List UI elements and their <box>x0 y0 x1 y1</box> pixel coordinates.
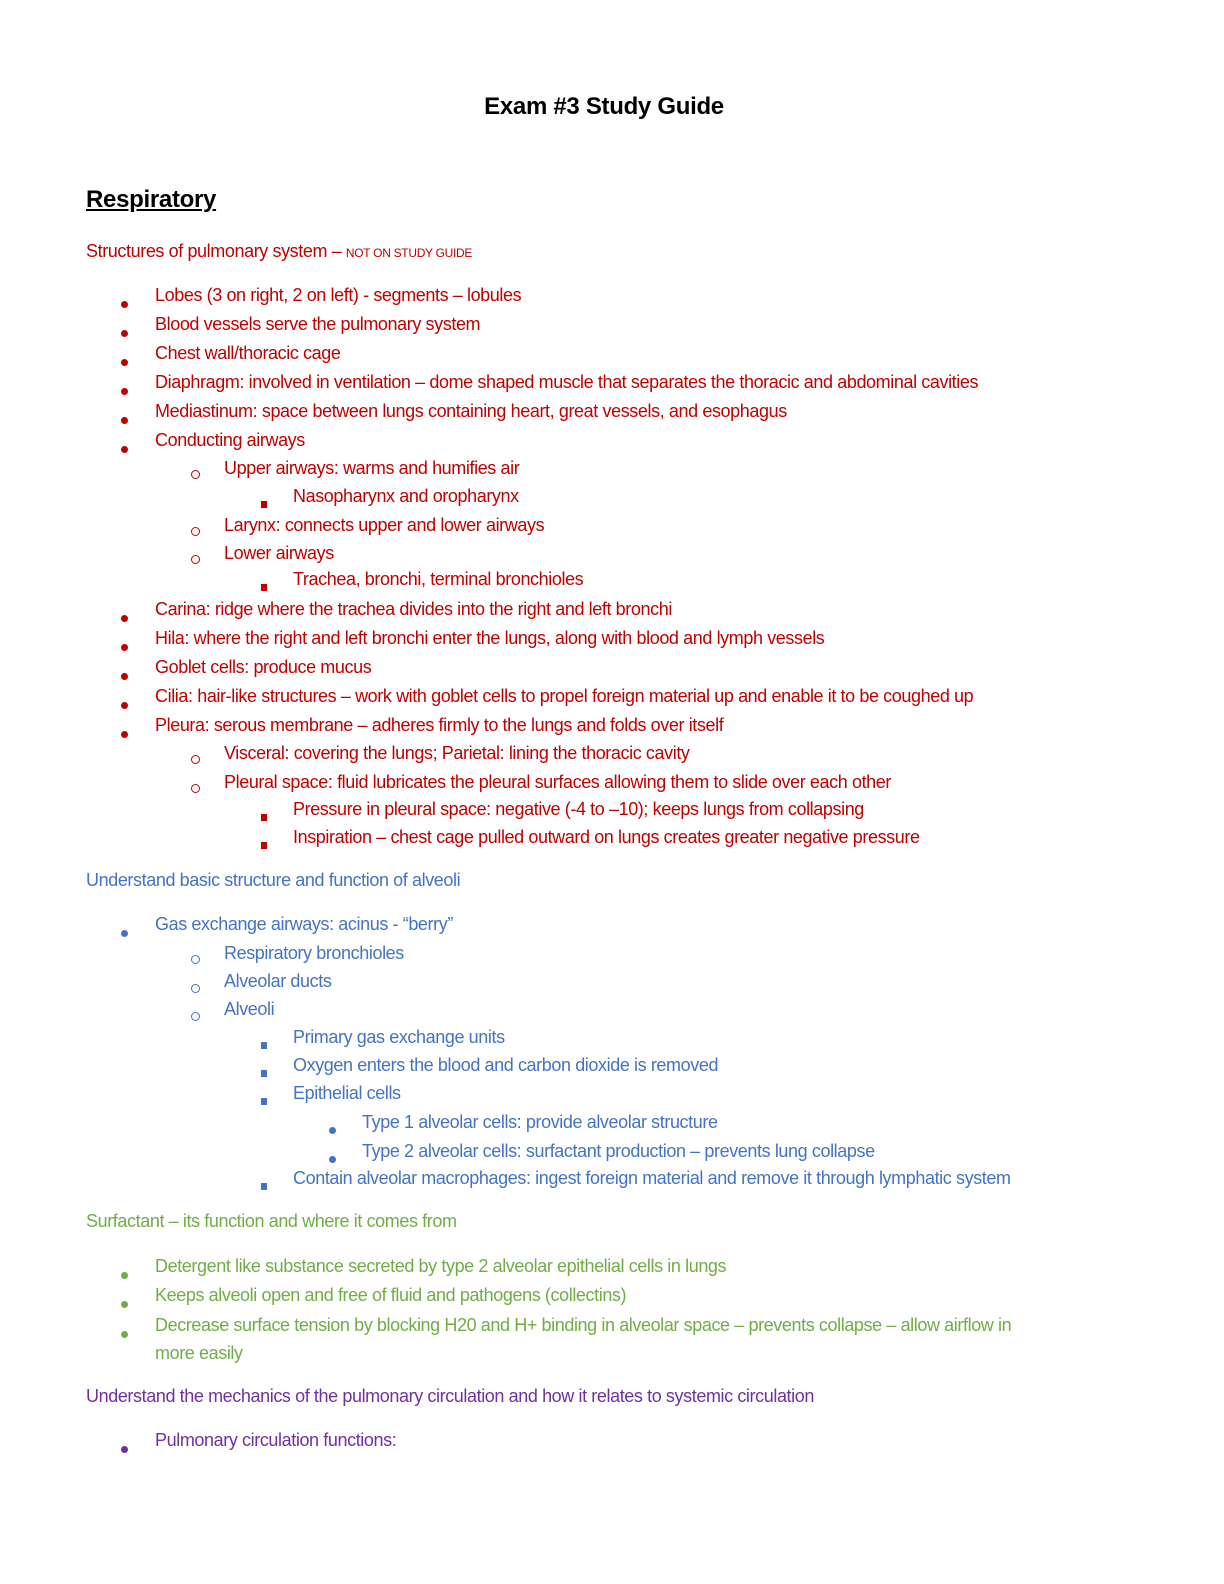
list-item: Upper airways: warms and humifies air <box>224 458 520 478</box>
topic-heading-pulmonary-structures: Structures of pulmonary system – NOT ON … <box>86 240 472 264</box>
not-on-study-guide-note: NOT ON STUDY GUIDE <box>345 246 473 260</box>
bullet-ring-icon <box>191 519 200 541</box>
list-item: Lobes (3 on right, 2 on left) - segments… <box>155 285 522 305</box>
bullet-square-icon <box>261 1060 267 1082</box>
bullet-square-icon <box>261 574 267 596</box>
list-item: Mediastinum: space between lungs contain… <box>155 401 787 421</box>
bullet-dot-icon <box>121 436 128 458</box>
list-item: Pulmonary circulation functions: <box>155 1430 397 1450</box>
list-item: Type 1 alveolar cells: provide alveolar … <box>362 1112 718 1132</box>
topic-heading-alveoli: Understand basic structure and function … <box>86 870 461 890</box>
topic-heading-surfactant: Surfactant – its function and where it c… <box>86 1211 457 1231</box>
bullet-square-icon <box>261 1173 267 1195</box>
bullet-dot-icon <box>121 1321 128 1343</box>
bullet-dot-icon <box>329 1146 336 1168</box>
bullet-dot-icon <box>121 407 128 429</box>
bullet-square-icon <box>261 804 267 826</box>
bullet-dot-icon <box>329 1117 336 1139</box>
list-item: Blood vessels serve the pulmonary system <box>155 314 481 334</box>
list-item: Epithelial cells <box>293 1083 401 1103</box>
bullet-ring-icon <box>191 947 200 969</box>
list-item: Trachea, bronchi, terminal bronchioles <box>293 569 584 589</box>
list-item: Alveoli <box>224 999 275 1019</box>
list-item: Cilia: hair-like structures – work with … <box>155 686 974 706</box>
list-item: Diaphragm: involved in ventilation – dom… <box>155 372 979 392</box>
bullet-ring-icon <box>191 776 200 798</box>
list-item: Pleural space: fluid lubricates the pleu… <box>224 772 891 792</box>
bullet-square-icon <box>261 832 267 854</box>
list-item: Oxygen enters the blood and carbon dioxi… <box>293 1055 719 1075</box>
bullet-dot-icon <box>121 605 128 627</box>
list-item: Decrease surface tension by blocking H20… <box>155 1315 1012 1335</box>
bullet-ring-icon <box>191 747 200 769</box>
topic-heading-pulmonary-circulation: Understand the mechanics of the pulmonar… <box>86 1386 814 1406</box>
list-item: Nasopharynx and oropharynx <box>293 486 519 506</box>
list-item: Alveolar ducts <box>224 971 332 991</box>
bullet-ring-icon <box>191 1004 200 1026</box>
bullet-dot-icon <box>121 1436 128 1458</box>
bullet-dot-icon <box>121 1262 128 1284</box>
list-item: Visceral: covering the lungs; Parietal: … <box>224 743 690 763</box>
list-item: Primary gas exchange units <box>293 1027 505 1047</box>
bullet-dot-icon <box>121 920 128 942</box>
bullet-square-icon <box>261 1032 267 1054</box>
list-item: Type 2 alveolar cells: surfactant produc… <box>362 1141 875 1161</box>
bullet-square-icon <box>261 491 267 513</box>
bullet-dot-icon <box>121 692 128 714</box>
bullet-dot-icon <box>121 1291 128 1313</box>
list-item: Respiratory bronchioles <box>224 943 404 963</box>
list-item: Hila: where the right and left bronchi e… <box>155 628 825 648</box>
bullet-dot-icon <box>121 320 128 342</box>
bullet-dot-icon <box>121 663 128 685</box>
list-item: Contain alveolar macrophages: ingest for… <box>293 1168 1011 1188</box>
list-item: Keeps alveoli open and free of fluid and… <box>155 1285 627 1305</box>
bullet-dot-icon <box>121 291 128 313</box>
bullet-ring-icon <box>191 462 200 484</box>
document-title: Exam #3 Study Guide <box>484 93 724 120</box>
bullet-ring-icon <box>191 976 200 998</box>
bullet-square-icon <box>261 1088 267 1110</box>
list-item: Pressure in pleural space: negative (-4 … <box>293 799 864 819</box>
list-item: Larynx: connects upper and lower airways <box>224 515 545 535</box>
section-heading-respiratory: Respiratory <box>86 186 217 213</box>
list-item: Goblet cells: produce mucus <box>155 657 372 677</box>
topic-heading-text: Structures of pulmonary system – <box>86 241 346 261</box>
list-item-continuation: more easily <box>155 1343 243 1363</box>
list-item: Gas exchange airways: acinus - “berry” <box>155 914 453 934</box>
list-item: Conducting airways <box>155 430 305 450</box>
list-item: Carina: ridge where the trachea divides … <box>155 599 672 619</box>
list-item: Pleura: serous membrane – adheres firmly… <box>155 715 724 735</box>
bullet-dot-icon <box>121 378 128 400</box>
bullet-dot-icon <box>121 349 128 371</box>
bullet-dot-icon <box>121 721 128 743</box>
bullet-dot-icon <box>121 634 128 656</box>
bullet-ring-icon <box>191 547 200 569</box>
list-item: Inspiration – chest cage pulled outward … <box>293 827 920 847</box>
list-item: Detergent like substance secreted by typ… <box>155 1256 727 1276</box>
list-item: Lower airways <box>224 543 334 563</box>
list-item: Chest wall/thoracic cage <box>155 343 341 363</box>
